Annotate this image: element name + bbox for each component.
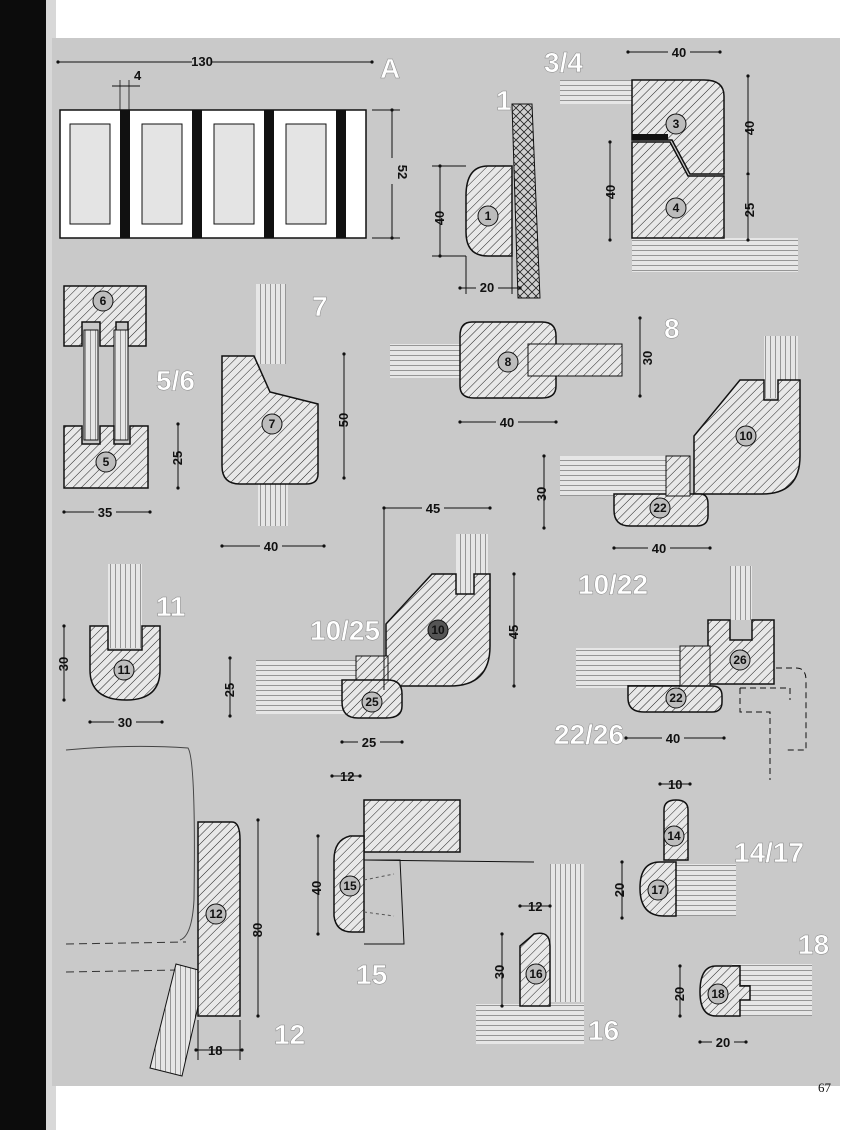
- part-1: 1: [485, 209, 492, 223]
- dim-a-width: 130: [191, 54, 213, 69]
- dim-f1417-top: 10: [668, 777, 682, 792]
- dim-f1-width: 20: [480, 280, 494, 295]
- dim-f15-top: 12: [340, 769, 354, 784]
- dim-f18-height: 20: [672, 987, 687, 1001]
- part-22-a: 22: [653, 501, 667, 515]
- dim-f1025-bottom: 25: [362, 735, 376, 750]
- figure-18: 18 20 20 18: [672, 929, 829, 1050]
- part-22-b: 22: [669, 691, 683, 705]
- part-3: 3: [673, 117, 680, 131]
- figure-label-14-17: 14/17: [734, 837, 804, 868]
- dim-f1025-height: 45: [506, 625, 521, 639]
- dim-f56-height: 25: [170, 451, 185, 465]
- figure-label-3-4: 3/4: [544, 47, 583, 78]
- dim-f56-width: 35: [98, 505, 112, 520]
- figure-label-15: 15: [356, 959, 387, 990]
- part-11: 11: [118, 663, 131, 677]
- dim-f34-lower: 25: [742, 203, 757, 217]
- figure-label-10-22: 10/22: [578, 569, 648, 600]
- figure-label-18: 18: [798, 929, 829, 960]
- part-25: 25: [365, 695, 379, 709]
- part-16: 16: [529, 967, 543, 981]
- dim-f12-height: 80: [250, 923, 265, 937]
- dim-f15-height: 40: [309, 881, 324, 895]
- figure-label-5-6: 5/6: [156, 365, 195, 396]
- page-number: 67: [818, 1080, 831, 1095]
- dim-f11-width: 30: [118, 715, 132, 730]
- dim-a-height: 52: [395, 165, 410, 179]
- part-14: 14: [667, 829, 681, 843]
- figure-8: 8 30 40 8: [390, 313, 680, 430]
- figure-22-26: 26 22 40 22/26: [554, 566, 807, 780]
- part-8: 8: [505, 355, 512, 369]
- figure-3-4: 3 4 40 40 25 40 3/4: [544, 44, 798, 272]
- figure-label-a: A: [380, 53, 400, 84]
- part-15: 15: [343, 879, 357, 893]
- figure-10-22: 10 22 30 40 10/22: [534, 336, 801, 600]
- part-7: 7: [269, 417, 276, 431]
- dim-f11-height: 30: [56, 657, 71, 671]
- dim-f34-left: 40: [603, 185, 618, 199]
- dim-f7-width: 40: [264, 539, 278, 554]
- dim-f1022-height: 30: [534, 487, 549, 501]
- figure-label-10-25: 10/25: [310, 615, 380, 646]
- part-26: 26: [733, 653, 747, 667]
- figure-label-12: 12: [274, 1019, 305, 1050]
- figure-label-16: 16: [588, 1015, 619, 1046]
- page-edge: [46, 0, 56, 1130]
- figure-11: 11 30 30 11: [56, 564, 186, 730]
- dim-f8-height: 30: [640, 351, 655, 365]
- dim-f18-width: 20: [716, 1035, 730, 1050]
- book-spine: [0, 0, 46, 1130]
- figure-5-6: 6 5 25 35 5/6: [62, 285, 195, 520]
- dim-a-bar: 4: [134, 68, 142, 83]
- part-5: 5: [103, 455, 110, 469]
- part-12: 12: [209, 907, 223, 921]
- part-6: 6: [100, 294, 107, 308]
- dim-f1025-width: 45: [426, 501, 440, 516]
- dim-f1022-width: 40: [652, 541, 666, 556]
- figure-label-22-26: 22/26: [554, 719, 624, 750]
- figure-16: 16 12 30 16: [476, 864, 619, 1046]
- dim-f2226-width: 40: [666, 731, 680, 746]
- part-10-a: 10: [739, 429, 753, 443]
- dim-f12-width: 18: [208, 1043, 222, 1058]
- dim-f1417-height: 20: [612, 883, 627, 897]
- dim-f34-width: 40: [672, 45, 686, 60]
- figure-7: 7 50 40 7: [220, 284, 351, 554]
- figure-14-17: 14 17 10 20 14/17: [612, 777, 804, 920]
- dim-f1025-left: 25: [222, 683, 237, 697]
- part-4: 4: [673, 201, 680, 215]
- figure-label-8: 8: [664, 313, 680, 344]
- dim-f1-height: 40: [432, 211, 447, 225]
- figure-10-25: 10 25 45 45 25 25 10/25: [222, 500, 521, 750]
- dim-f16-top: 12: [528, 899, 542, 914]
- part-10-b: 10: [431, 623, 445, 637]
- figure-15: 15 12 40 15: [309, 769, 535, 990]
- figure-label-7: 7: [312, 291, 328, 322]
- dim-f16-height: 30: [492, 965, 507, 979]
- part-18: 18: [711, 987, 725, 1001]
- dim-f34-upper: 40: [742, 121, 757, 135]
- part-17: 17: [651, 883, 665, 897]
- figure-label-1: 1: [496, 85, 512, 116]
- figure-12: 12 80 18 12: [65, 745, 305, 1077]
- dim-f7-height: 50: [336, 413, 351, 427]
- figure-1: 1 40 20 1: [432, 85, 541, 299]
- figure-a: 130 4 52 A: [56, 52, 410, 240]
- dim-f8-width: 40: [500, 415, 514, 430]
- figure-label-11: 11: [156, 591, 186, 622]
